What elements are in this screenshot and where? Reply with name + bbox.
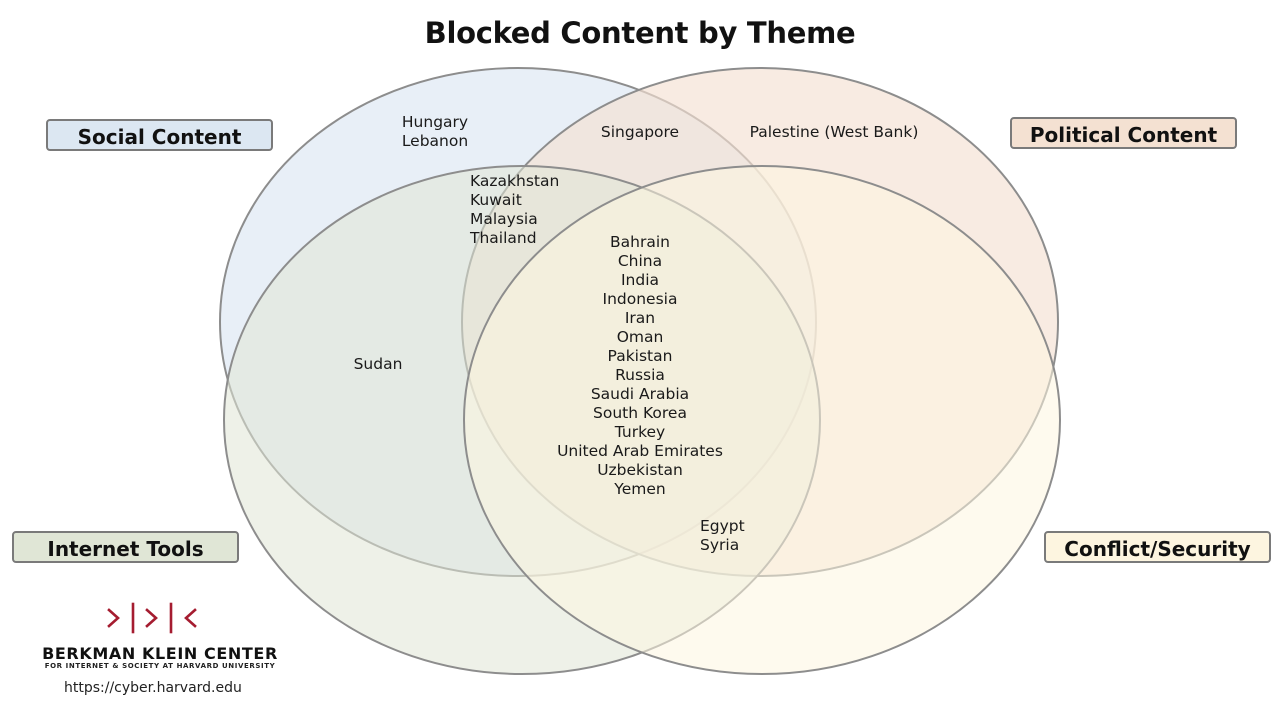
bkc-chevron-left-icon (107, 608, 120, 628)
region-social-political: Singapore (580, 123, 700, 142)
legend-political-content: Political Content (1010, 117, 1237, 149)
bkc-chevron-right-icon (184, 608, 197, 628)
legend-internet-tools: Internet Tools (12, 531, 239, 563)
legend-tools-label: Internet Tools (47, 537, 204, 561)
country-label: Bahrain (610, 233, 670, 251)
berkman-klein-logo: BERKMAN KLEIN CENTER FOR INTERNET & SOCI… (24, 600, 304, 700)
country-label: India (620, 271, 660, 289)
region-social-tools: Sudan (328, 355, 428, 374)
country-label: Saudi Arabia (590, 385, 690, 403)
country-label: Pakistan (607, 347, 673, 365)
bkc-chevron-mid-icon (145, 608, 158, 628)
conflict-security-ellipse (463, 165, 1061, 675)
country-label: Thailand (470, 229, 537, 247)
country-label: United Arab Emirates (557, 442, 723, 460)
country-label: South Korea (593, 404, 687, 422)
country-label: Oman (616, 328, 664, 346)
logo-subtitle: FOR INTERNET & SOCIETY AT HARVARD UNIVER… (44, 662, 276, 670)
logo-url-link[interactable]: https://cyber.harvard.edu (64, 680, 242, 696)
country-label: Kazakhstan (470, 172, 560, 190)
country-label: Yemen (614, 480, 666, 498)
bkc-mark-icon (107, 602, 197, 634)
country-label: Hungary (401, 113, 469, 131)
legend-political-label: Political Content (1029, 123, 1218, 147)
country-label: Lebanon (401, 132, 469, 150)
country-label: Turkey (614, 423, 666, 441)
legend-social-content: Social Content (46, 119, 273, 151)
country-label: Kuwait (470, 191, 522, 209)
country-label: Iran (624, 309, 656, 327)
region-political-only: Palestine (West Bank) (734, 123, 934, 142)
country-label: Malaysia (470, 210, 538, 228)
country-label: Syria (700, 536, 740, 554)
country-label: Uzbekistan (597, 461, 683, 479)
country-label: Palestine (West Bank) (749, 123, 919, 141)
legend-social-label: Social Content (77, 125, 242, 149)
country-label: Singapore (600, 123, 680, 141)
logo-name: BERKMAN KLEIN CENTER (42, 644, 278, 663)
country-label: Russia (615, 366, 665, 384)
diagram-title: Blocked Content by Theme (424, 16, 856, 50)
country-label: China (617, 252, 663, 270)
country-label: Sudan (353, 355, 403, 373)
legend-conflict-label: Conflict/Security (1064, 537, 1251, 561)
legend-conflict-security: Conflict/Security (1044, 531, 1271, 563)
country-label: Indonesia (602, 290, 678, 308)
country-label: Egypt (700, 517, 745, 535)
